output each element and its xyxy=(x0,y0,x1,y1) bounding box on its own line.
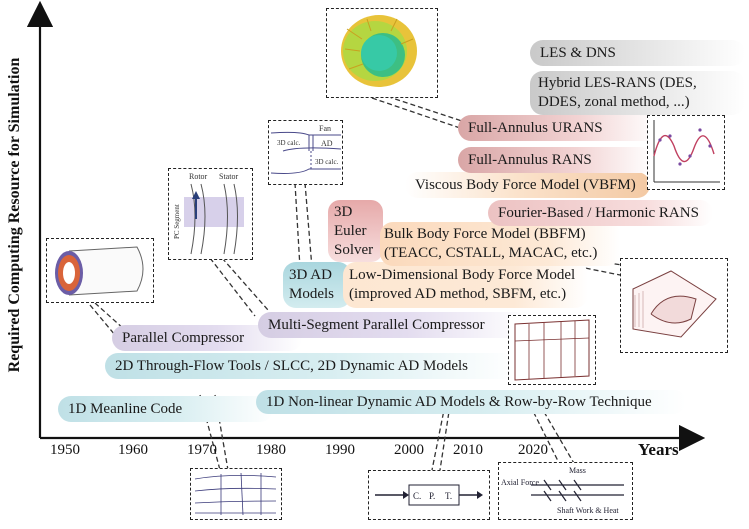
annulus-tube-icon xyxy=(55,246,144,296)
tick-1990: 1990 xyxy=(325,442,355,458)
pill-full-annulus-urans: Full-Annulus URANS xyxy=(458,115,658,141)
harmonic-plot xyxy=(653,120,720,183)
shaft-work-label: Shaft Work & Heat xyxy=(557,506,619,515)
pc-segment-box: Rotor Stator PC Segment xyxy=(168,168,253,260)
cpt-p-label: P. xyxy=(429,491,435,501)
tick-2010: 2010 xyxy=(453,442,483,458)
pc-segment-schematic: Rotor Stator PC Segment xyxy=(173,172,244,255)
pill-bulk-body-force: Bulk Body Force Model (BBFM)(TEACC, CSTA… xyxy=(380,222,620,266)
pill-vbfm: Viscous Body Force Model (VBFM) xyxy=(405,172,650,198)
cpt-t-label: T. xyxy=(445,491,452,501)
ad-label: AD xyxy=(321,139,333,148)
fan-rotor-image-box xyxy=(326,8,438,98)
tick-1960: 1960 xyxy=(118,442,148,458)
control-volume-box: Mass Axial Force Shaft Work & Heat xyxy=(498,462,633,520)
tick-1950: 1950 xyxy=(50,442,80,458)
calc-left-label: 3D calc. xyxy=(277,139,301,147)
fan-label: Fan xyxy=(319,124,331,133)
pill-fourier-harmonic: Fourier-Based / Harmonic RANS xyxy=(488,200,713,226)
tick-2020: 2020 xyxy=(518,442,548,458)
control-volume-schematic: Mass Axial Force Shaft Work & Heat xyxy=(501,466,624,515)
axial-force-label: Axial Force xyxy=(501,478,539,487)
stator-label: Stator xyxy=(219,172,238,181)
y-axis-label: Required Computing Resource for Simulati… xyxy=(6,57,23,373)
calc-right-label: 3D calc. xyxy=(315,158,339,166)
inlet-geometry-box xyxy=(620,258,728,353)
pill-1d-nonlinear: 1D Non-linear Dynamic AD Models & Row-by… xyxy=(256,390,686,414)
harmonic-plot-box xyxy=(647,115,725,190)
pill-1d-meanline: 1D Meanline Code xyxy=(58,396,273,422)
blade-row-grid xyxy=(514,319,590,381)
inlet-geometry xyxy=(632,270,717,338)
pill-multi-segment: Multi-Segment Parallel Compressor xyxy=(258,312,528,338)
throughflow-grid xyxy=(194,472,277,516)
pill-les-dns: LES & DNS xyxy=(530,40,745,66)
rotor-label: Rotor xyxy=(189,172,208,181)
pc-segment-label: PC Segment xyxy=(173,204,181,239)
cpt-schematic-box: C. P. T. xyxy=(368,470,490,520)
tick-1970: 1970 xyxy=(187,442,217,458)
mass-label: Mass xyxy=(569,466,586,475)
pill-2d-throughflow: 2D Through-Flow Tools / SLCC, 2D Dynamic… xyxy=(105,353,515,379)
x-axis-label: Years xyxy=(638,440,679,459)
tick-1980: 1980 xyxy=(256,442,286,458)
tick-2000: 2000 xyxy=(394,442,424,458)
fan-ad-schematic-box: Fan AD 3D calc. 3D calc. xyxy=(268,120,343,185)
blade-row-grid-box xyxy=(508,315,596,385)
annulus-tube-box xyxy=(46,238,154,303)
fan-rotor-icon xyxy=(341,15,417,87)
cpt-schematic: C. P. T. xyxy=(375,484,483,506)
pill-full-annulus-rans: Full-Annulus RANS xyxy=(458,147,653,173)
fan-ad-schematic: Fan AD 3D calc. 3D calc. xyxy=(270,124,342,174)
pill-hybrid-les-rans: Hybrid LES-RANS (DES,DDES, zonal method,… xyxy=(530,71,745,115)
cpt-c-label: C. xyxy=(413,491,421,501)
pill-low-dimensional-bfm: Low-Dimensional Body Force Model(improve… xyxy=(343,262,588,308)
throughflow-grid-box xyxy=(190,468,282,520)
